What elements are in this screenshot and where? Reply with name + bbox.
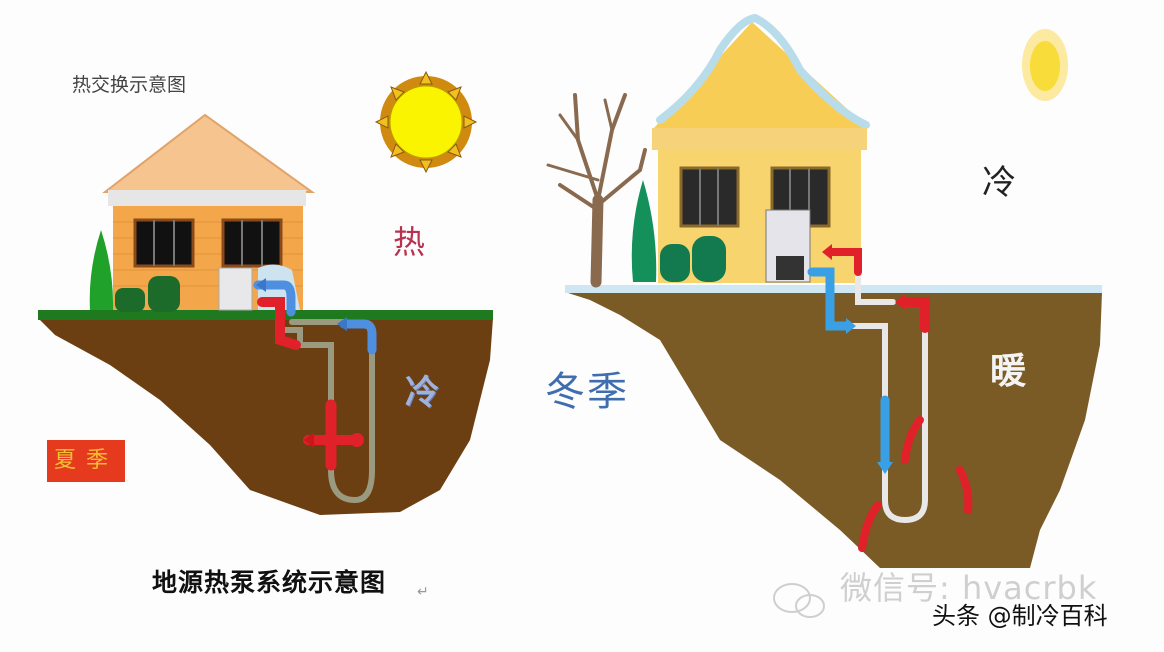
summer-house <box>102 113 316 311</box>
diagram-caption: 地源热泵系统示意图 <box>152 568 387 597</box>
summer-sun-icon <box>374 70 478 174</box>
summer-air-label: 热 <box>393 223 426 261</box>
summer-ground-label: 冷 <box>405 373 439 413</box>
paragraph-mark: ↵ <box>417 584 429 600</box>
wechat-icon <box>773 583 825 618</box>
winter-ground-label: 暖 <box>990 351 1027 392</box>
summer-scene <box>38 70 493 515</box>
summer-ground-loop <box>253 278 377 504</box>
winter-soil <box>565 292 1102 568</box>
wechat-watermark: 微信号: hvacrbk <box>840 569 1098 607</box>
winter-house <box>652 13 870 283</box>
summer-heading: 热交换示意图 <box>72 74 187 96</box>
winter-season-label: 冬季 <box>545 369 629 415</box>
winter-air-label: 冷 <box>982 163 1016 203</box>
summer-grass <box>38 310 493 320</box>
bare-tree <box>546 93 647 288</box>
winter-ground-loop <box>807 244 973 552</box>
summer-season-badge: 夏季 <box>47 440 125 482</box>
summer-soil <box>38 318 493 515</box>
source-watermark: 头条 @制冷百科 <box>932 602 1108 630</box>
summer-heat-pump-unit <box>218 267 253 311</box>
winter-bushes <box>631 180 726 282</box>
winter-scene <box>546 13 1102 568</box>
summer-bushes <box>89 230 180 312</box>
